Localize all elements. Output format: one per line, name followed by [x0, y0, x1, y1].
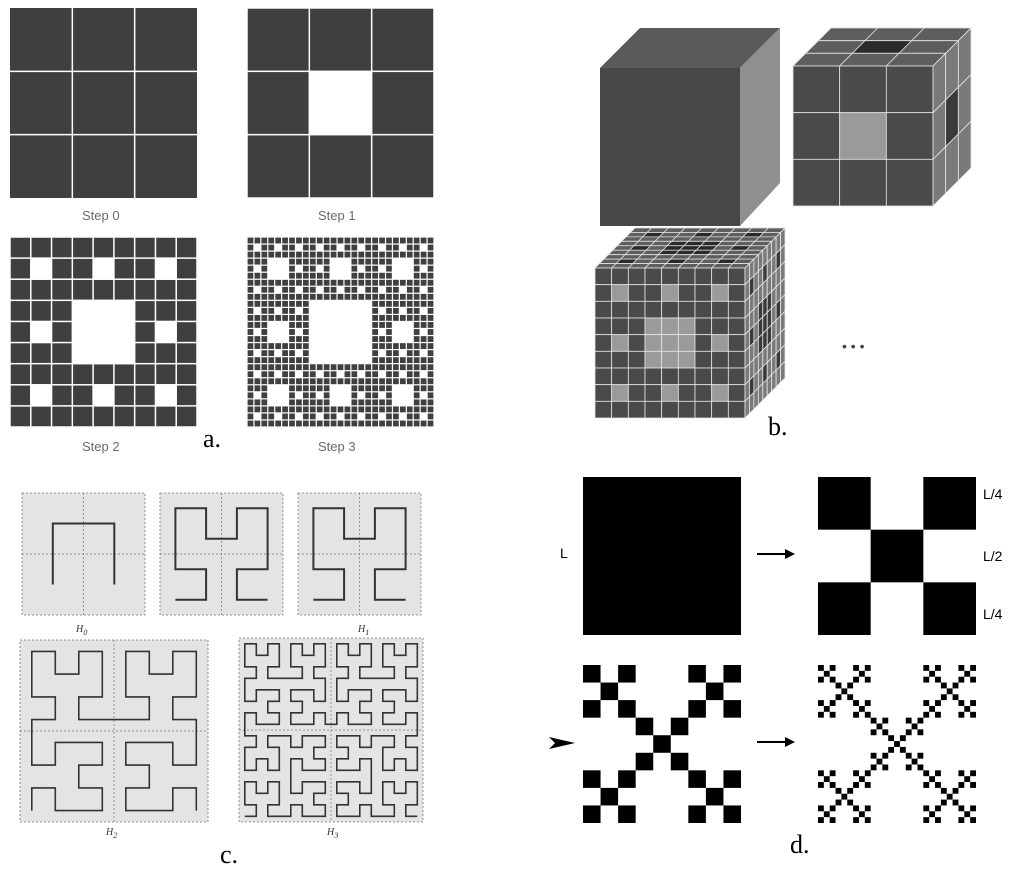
- menger-ellipsis: • • •: [842, 338, 864, 354]
- h1-caption: H1: [358, 624, 369, 637]
- box-fractal-step-3: [818, 665, 976, 823]
- box-fractal-step-2: [583, 665, 741, 823]
- menger-sponge-step-2: [595, 228, 785, 423]
- arrow-3: [757, 736, 797, 748]
- step-1-label: Step 1: [318, 208, 356, 223]
- square-step-0: [583, 477, 741, 635]
- menger-sponge-step-0: [600, 28, 780, 208]
- step-0-label: Step 0: [82, 208, 120, 223]
- carpet-step-1: [247, 8, 434, 198]
- h0-caption: H0: [76, 624, 87, 637]
- carpet-step-2: [10, 237, 197, 427]
- hilbert-curve-h1: [160, 493, 283, 615]
- side-length-label: L: [560, 545, 568, 561]
- arrow-2: [549, 736, 579, 750]
- arrow-1: [757, 548, 797, 560]
- h2-caption: H2: [106, 827, 117, 840]
- carpet-step-3: [247, 237, 434, 427]
- panel-d-letter: d.: [790, 830, 810, 860]
- carpet-step-0: [10, 8, 197, 198]
- panel-b-letter: b.: [768, 412, 788, 442]
- step-2-label: Step 2: [82, 439, 120, 454]
- hilbert-curve-h3: [239, 638, 423, 822]
- half-label: L/2: [983, 548, 1002, 564]
- quarter-label-top: L/4: [983, 486, 1002, 502]
- hilbert-curve-h2: [20, 640, 208, 822]
- panel-a-letter: a.: [203, 424, 221, 454]
- menger-sponge-step-1: [793, 28, 973, 208]
- hilbert-curve-h1-variant: [298, 493, 421, 615]
- box-fractal-step-1: [818, 477, 976, 635]
- hilbert-curve-h0: [22, 493, 145, 615]
- step-3-label: Step 3: [318, 439, 356, 454]
- quarter-label-bottom: L/4: [983, 606, 1002, 622]
- panel-c-letter: c.: [220, 840, 238, 870]
- h3-caption: H3: [327, 827, 338, 840]
